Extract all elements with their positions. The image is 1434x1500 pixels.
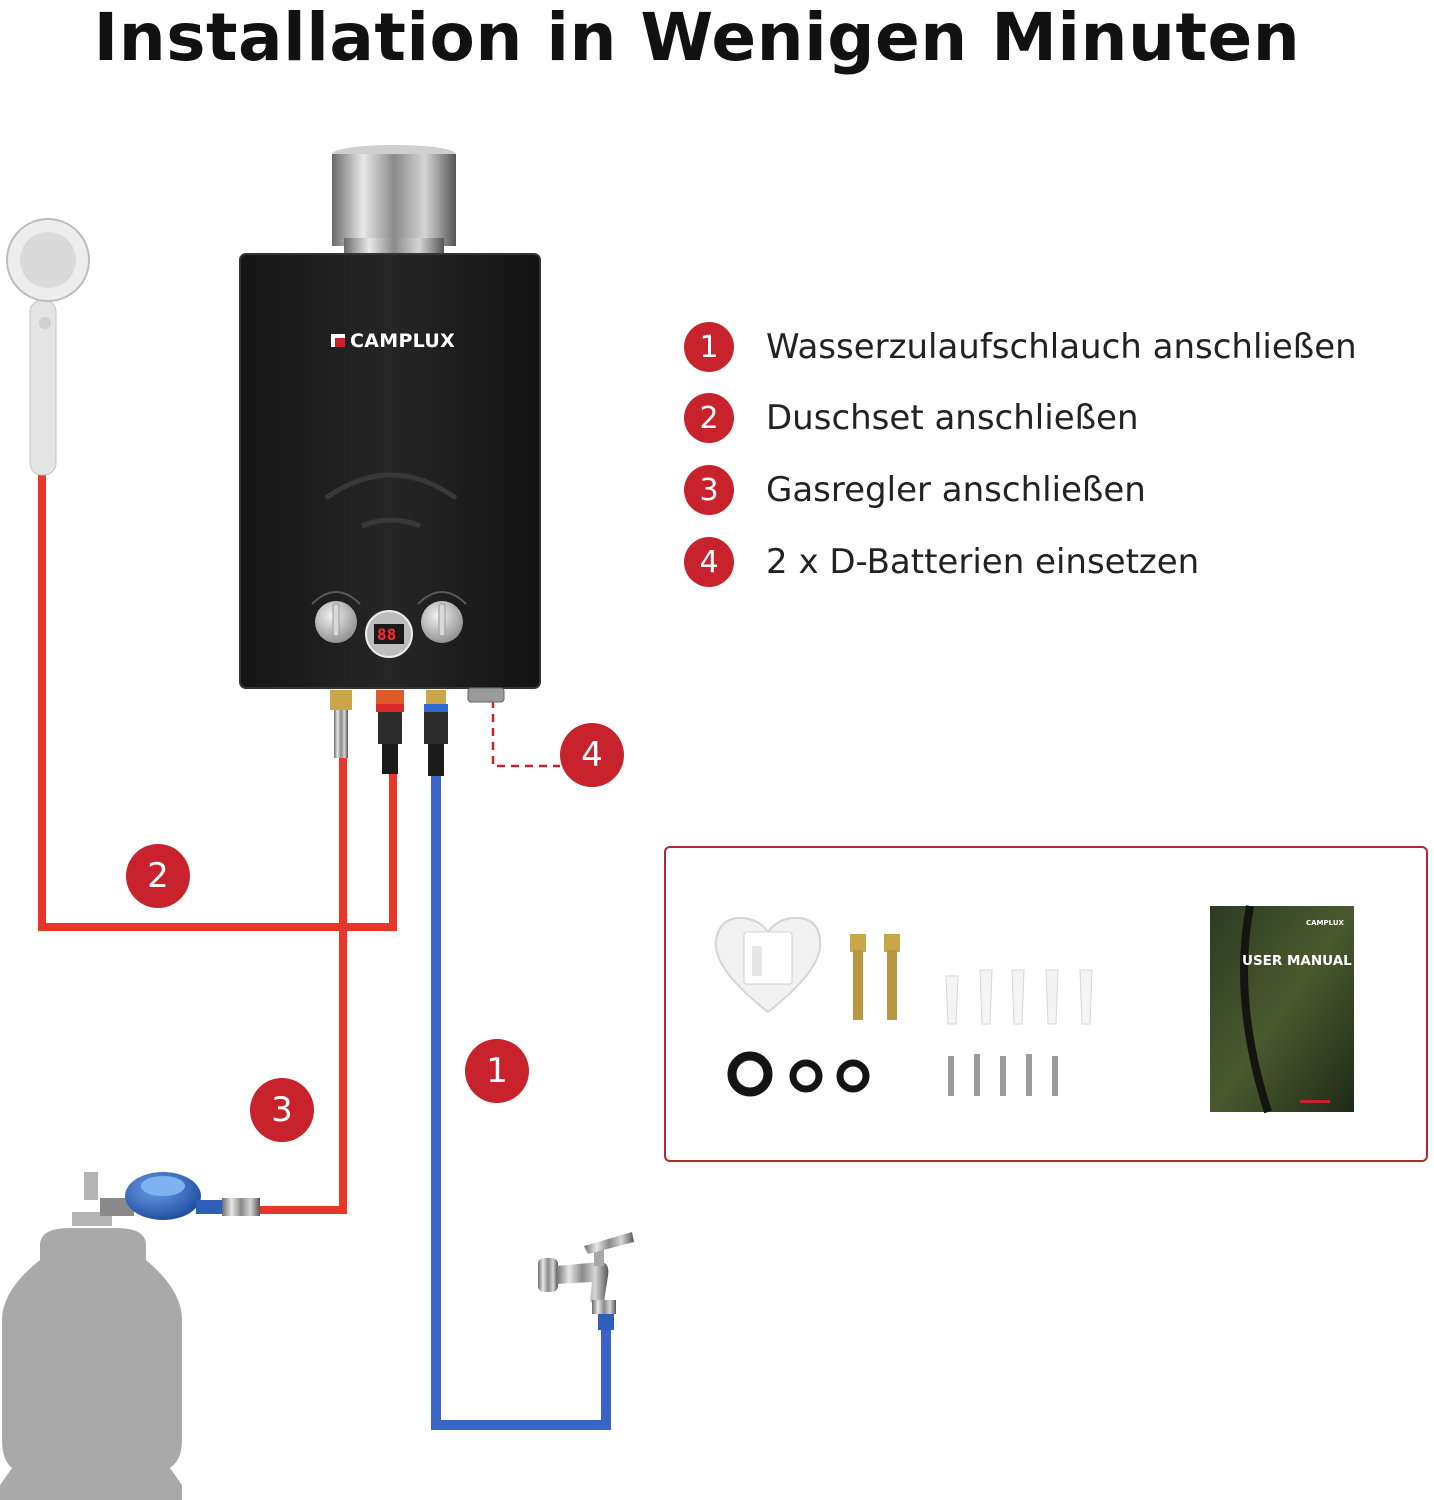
diagram-badge-2: 2 (126, 844, 190, 908)
page-title: Installation in Wenigen Minuten (93, 0, 1301, 76)
battery-dashed-line (491, 700, 560, 768)
badge-2-label: 2 (147, 856, 169, 896)
step-label-1: Wasserzulaufschlauch anschließen (766, 327, 1357, 367)
wall-bracket-icon (714, 916, 822, 1014)
step-label-4: 2 x D-Batterien einsetzen (766, 542, 1200, 582)
step-item-2: 2 Duschset anschließen (684, 393, 1139, 443)
shower-hose (38, 472, 397, 931)
step-label-2: Duschset anschließen (766, 398, 1139, 438)
step-item-3: 3 Gasregler anschließen (684, 465, 1146, 515)
water-tap-icon (538, 1232, 634, 1330)
user-manual-icon: CAMPLUX USER MANUAL (1210, 905, 1354, 1114)
temperature-display: 88 (377, 625, 396, 644)
manual-brand-text: CAMPLUX (1306, 919, 1345, 927)
badge-3-label: 3 (271, 1090, 293, 1130)
wall-plug-icon (945, 969, 1093, 1025)
step-item-1: 1 Wasserzulaufschlauch anschließen (684, 322, 1357, 372)
diagram-badge-1: 1 (465, 1039, 529, 1103)
diagram-badge-4: 4 (560, 723, 624, 787)
shower-head-icon (6, 218, 90, 476)
accessories-frame (664, 846, 1428, 1162)
step-item-4: 4 2 x D-Batterien einsetzen (684, 537, 1199, 587)
badge-1-label: 1 (486, 1051, 508, 1091)
washer-ring-icon (727, 1051, 870, 1097)
water-heater-icon: CAMPLUX 88 (239, 145, 541, 776)
screw-icon (948, 1054, 1058, 1096)
water-inlet-hose (431, 775, 611, 1430)
gas-hose (258, 730, 347, 1214)
diagram-badge-3: 3 (250, 1078, 314, 1142)
gas-regulator-icon (100, 1172, 260, 1220)
step-badge-2: 2 (684, 393, 734, 443)
gas-cylinder-icon (0, 1172, 182, 1500)
step-label-3: Gasregler anschließen (766, 470, 1146, 510)
heater-brand-text: CAMPLUX (350, 330, 455, 352)
step-badge-1: 1 (684, 322, 734, 372)
badge-4-label: 4 (581, 735, 603, 775)
anchor-bolt-icon (850, 934, 900, 1020)
step-badge-4: 4 (684, 537, 734, 587)
manual-title-text: USER MANUAL (1242, 953, 1352, 969)
step-badge-3: 3 (684, 465, 734, 515)
